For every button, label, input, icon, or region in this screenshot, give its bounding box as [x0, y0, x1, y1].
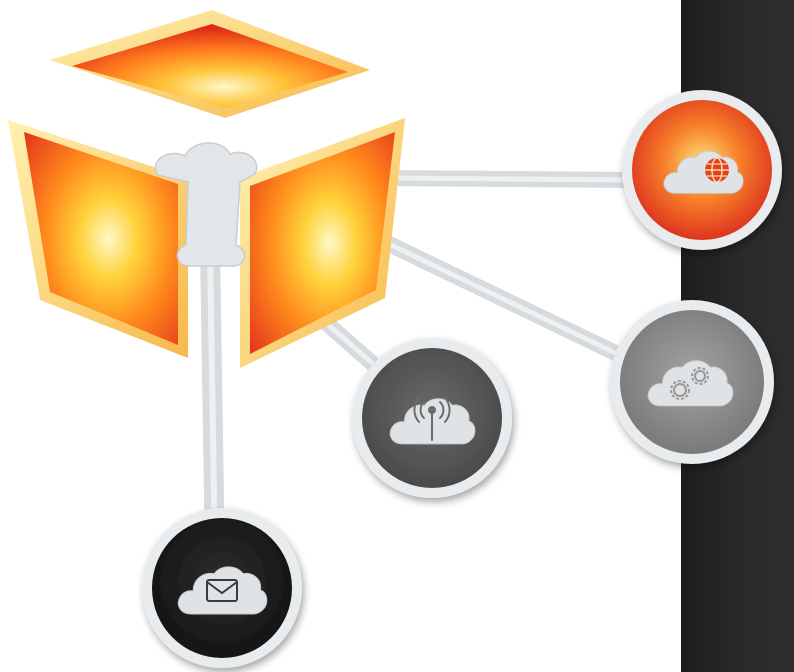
globe-icon — [705, 157, 729, 183]
connector-lines — [200, 170, 648, 570]
mail-icon — [206, 579, 238, 602]
cube-icon — [8, 10, 405, 368]
mail-cloud-node[interactable] — [142, 508, 302, 668]
antenna-icon — [413, 397, 451, 441]
globe-cloud-node[interactable] — [622, 90, 782, 250]
gears-icon — [670, 367, 709, 400]
antenna-cloud-node[interactable] — [352, 338, 512, 498]
gears-cloud-node[interactable] — [610, 300, 774, 464]
